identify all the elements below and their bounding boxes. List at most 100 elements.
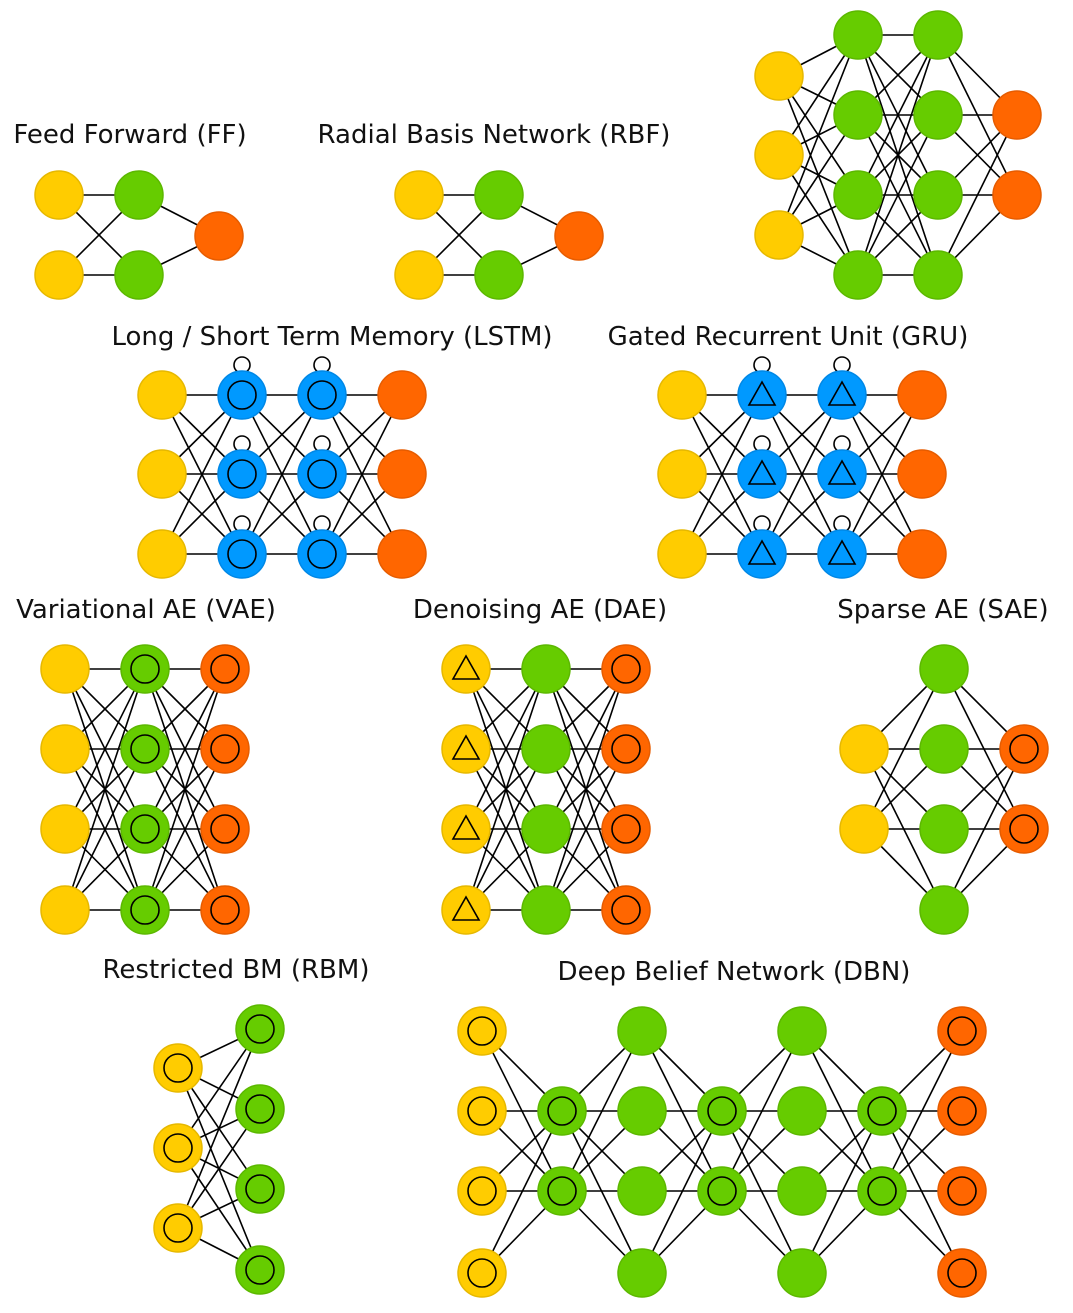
dbn-node-circle (857, 1166, 907, 1216)
dbn-node-circle (777, 1086, 827, 1136)
dbn-node-inner-circle (547, 1096, 577, 1126)
rbf-input-node (394, 250, 444, 300)
dbn-hidden-node (777, 1166, 827, 1216)
dbn-node-circle (777, 1248, 827, 1298)
rbm-node-inner-circle (245, 1014, 275, 1044)
ff-hidden-node (114, 250, 164, 300)
dbn-hidden-node (777, 1006, 827, 1056)
dae-node-inner-circle (611, 734, 641, 764)
sae-hidden-node (919, 644, 969, 694)
dae-input-node (441, 885, 491, 935)
gru-node-circle (737, 370, 787, 420)
dff-output-node (992, 90, 1042, 140)
sae-node-circle (919, 724, 969, 774)
dff-edge (857, 34, 939, 276)
sae-node-circle (999, 804, 1049, 854)
dff-node-circle (913, 170, 963, 220)
dbn-node-inner-circle (707, 1176, 737, 1206)
dbn-node-circle (777, 1166, 827, 1216)
gru-node-inner-triangle (747, 539, 777, 565)
dff-node-circle (992, 90, 1042, 140)
dbn-hidden-node (617, 1086, 667, 1136)
lstm-node-inner-circle (227, 539, 257, 569)
dff-input-node (754, 130, 804, 180)
dbn-output-node (937, 1086, 987, 1136)
dae-node-circle (601, 644, 651, 694)
dbn-node-circle (537, 1166, 587, 1216)
vae-edge (144, 668, 226, 830)
dae-hidden-node (521, 885, 571, 935)
dbn-node-inner-circle (467, 1258, 497, 1288)
dae-node-circle (441, 644, 491, 694)
dff-hidden-node (833, 170, 883, 220)
gru-node-circle (817, 449, 867, 499)
dbn-node-inner-circle (947, 1258, 977, 1288)
lstm-node-circle (377, 370, 427, 420)
dff-hidden-node (833, 90, 883, 140)
dae-output-node (601, 885, 651, 935)
dbn-input-node (457, 1006, 507, 1056)
dff-node-circle (833, 170, 883, 220)
dbn-hidden-node (777, 1086, 827, 1136)
gru-node-inner-triangle (747, 459, 777, 485)
lstm-node-inner-circle (307, 539, 337, 569)
dff-edge (937, 114, 1018, 276)
gru-input-node (657, 529, 707, 579)
dae-input-node (441, 804, 491, 854)
rbm-node-circle (235, 1164, 285, 1214)
lstm-output-node (377, 370, 427, 420)
dbn-edge (481, 1110, 563, 1274)
dae-node-circle (521, 804, 571, 854)
dae-node-circle (441, 724, 491, 774)
lstm-node-circle (137, 529, 187, 579)
dff-hidden-node (833, 250, 883, 300)
dbn-hidden-node (857, 1086, 907, 1136)
dff-node-circle (833, 250, 883, 300)
gru-memory-node (817, 529, 867, 579)
dff-edge (857, 114, 939, 276)
dff-node-circle (754, 210, 804, 260)
dae-node-inner-circle (611, 654, 641, 684)
dae-hidden-node (521, 804, 571, 854)
dbn-node-inner-circle (467, 1016, 497, 1046)
rbm-node-inner-circle (245, 1094, 275, 1124)
dae-node-circle (441, 885, 491, 935)
dff-output-node (992, 170, 1042, 220)
sae-hidden-node (919, 804, 969, 854)
rbf-output-node (554, 211, 604, 261)
lstm-node-circle (297, 449, 347, 499)
dff-hidden-node (913, 250, 963, 300)
lstm-memory-node (217, 529, 267, 579)
dff-node-circle (833, 10, 883, 60)
gru-edge (681, 394, 763, 555)
vae-node-circle (200, 644, 250, 694)
rbm-input-node (153, 1043, 203, 1093)
nodes-layer (34, 10, 1049, 1298)
vae-node-inner-circle (210, 654, 240, 684)
rbm-node-inner-circle (163, 1133, 193, 1163)
sae-node-circle (919, 644, 969, 694)
sae-output-node (999, 804, 1049, 854)
dbn-node-circle (937, 1166, 987, 1216)
title-vae: Variational AE (VAE) (16, 595, 276, 625)
lstm-node-circle (217, 529, 267, 579)
dbn-hidden-node (617, 1248, 667, 1298)
gru-memory-node (737, 529, 787, 579)
lstm-node-circle (297, 529, 347, 579)
vae-hidden-node (120, 804, 170, 854)
title-rbf: Radial Basis Network (RBF) (318, 120, 671, 150)
lstm-node-inner-circle (227, 380, 257, 410)
rbm-node-circle (235, 1084, 285, 1134)
vae-output-node (200, 724, 250, 774)
dff-node-circle (754, 51, 804, 101)
lstm-node-circle (217, 449, 267, 499)
vae-input-node (40, 644, 90, 694)
gru-output-node (897, 449, 947, 499)
lstm-memory-node (297, 529, 347, 579)
rbf-hidden-node (474, 170, 524, 220)
vae-node-inner-circle (130, 654, 160, 684)
dae-input-node (441, 644, 491, 694)
dae-edge (465, 748, 547, 911)
vae-edge (64, 668, 146, 911)
dae-hidden-node (521, 644, 571, 694)
